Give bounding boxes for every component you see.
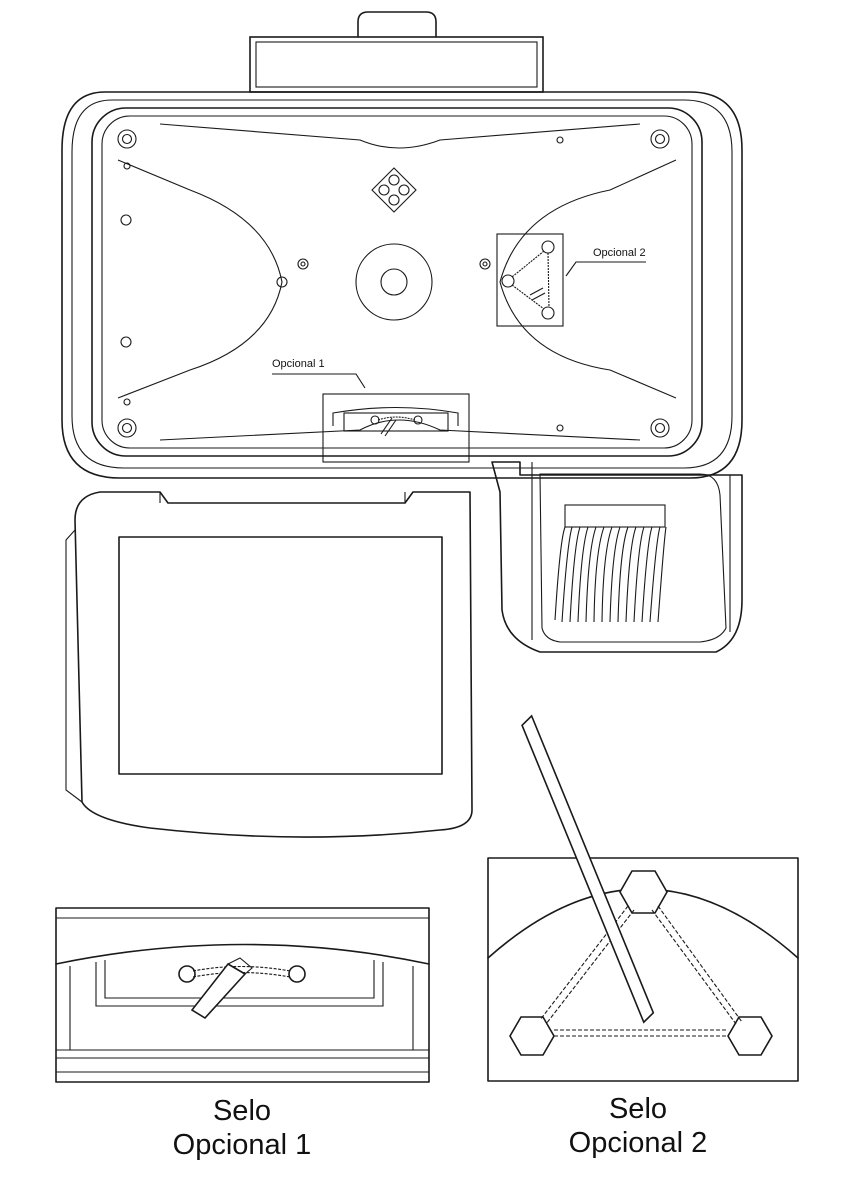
detail-frame-1 <box>55 907 430 1083</box>
detail-view-optional-2 <box>487 714 799 1082</box>
screen-area <box>118 536 443 775</box>
caption-detail-2-line2: Opcional 2 <box>568 1127 708 1159</box>
back-panel <box>117 123 677 441</box>
device-housing <box>61 91 743 479</box>
caption-detail-2: Selo Opcional 2 <box>548 1092 728 1160</box>
printer-module <box>491 461 743 653</box>
caption-detail-2-line1: Selo <box>608 1093 668 1125</box>
center-mount <box>355 243 433 321</box>
detail-view-optional-1 <box>55 907 430 1083</box>
corner-screw-top-right <box>650 129 670 149</box>
callout-optional-1: Opcional 1 <box>272 358 325 370</box>
corner-screw-bottom-right <box>650 418 670 438</box>
corner-screw-top-left <box>117 129 137 149</box>
caption-detail-1: Selo Opcional 1 <box>162 1094 322 1162</box>
top-handle <box>249 11 544 93</box>
display-unit <box>65 491 473 838</box>
four-hole-button-pad <box>371 167 417 213</box>
seal-optional-1-location <box>272 373 470 463</box>
seal-optional-2-location <box>496 233 646 327</box>
caption-detail-1-line2: Opcional 1 <box>172 1129 312 1161</box>
callout-optional-2: Opcional 2 <box>593 247 646 259</box>
detail-frame-2 <box>487 857 799 1082</box>
caption-detail-1-line1: Selo <box>212 1095 272 1127</box>
corner-screw-bottom-left <box>117 418 137 438</box>
